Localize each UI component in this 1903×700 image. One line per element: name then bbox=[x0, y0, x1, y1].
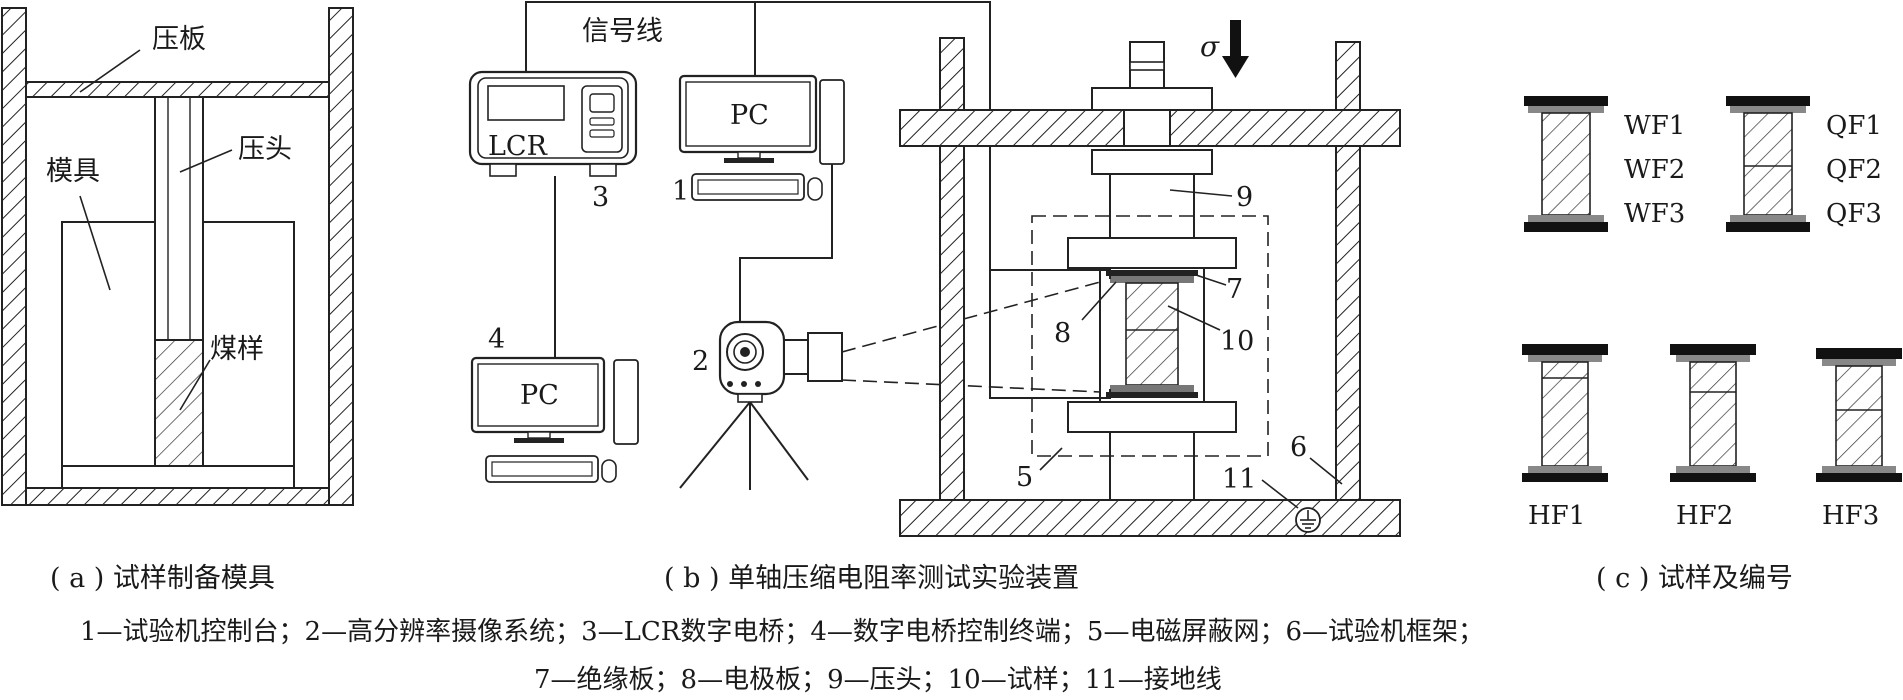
num-9: 9 bbox=[1236, 182, 1253, 213]
num-6: 6 bbox=[1290, 432, 1307, 463]
caption-c: ( c ) 试样及编号 bbox=[1596, 563, 1793, 594]
label-hf3: HF3 bbox=[1822, 501, 1879, 531]
label-press-plate: 压板 bbox=[152, 24, 206, 55]
electrode-plate-top bbox=[1110, 276, 1194, 283]
num-7: 7 bbox=[1226, 274, 1243, 305]
label-signal-line: 信号线 bbox=[582, 16, 663, 47]
mold-bottom-plate bbox=[25, 487, 330, 506]
label-wf1: WF1 bbox=[1624, 111, 1685, 141]
sample-hf1 bbox=[1522, 344, 1608, 482]
insulation-plate-top bbox=[1106, 270, 1198, 276]
mold-left-wall bbox=[1, 7, 27, 506]
legend-line-2: 7—绝缘板；8—电极板；9—压头；10—试样；11—接地线 bbox=[534, 665, 1222, 695]
high-res-camera bbox=[679, 320, 843, 490]
label-qf1: QF1 bbox=[1826, 111, 1882, 141]
sample-qf bbox=[1726, 96, 1810, 232]
sample-hf3 bbox=[1816, 348, 1902, 482]
press-head bbox=[1091, 149, 1213, 175]
label-wf2: WF2 bbox=[1624, 155, 1685, 185]
label-lcr: LCR bbox=[488, 131, 548, 162]
label-wf3: WF3 bbox=[1624, 199, 1685, 229]
electrode-plate-bottom bbox=[1110, 385, 1194, 392]
panel-a-mold: 压板 压头 模具 煤样 ( a ) 试样制备模具 bbox=[1, 7, 354, 594]
em-shield-mesh bbox=[1031, 215, 1269, 457]
label-mold: 模具 bbox=[46, 156, 100, 187]
bridge-control-terminal-pc: PC bbox=[470, 356, 639, 483]
lcr-bridge: LCR bbox=[468, 70, 638, 177]
num-5: 5 bbox=[1016, 462, 1033, 493]
label-hf1: HF1 bbox=[1528, 501, 1585, 531]
num-10: 10 bbox=[1220, 326, 1254, 357]
num-1: 1 bbox=[672, 176, 689, 207]
sample-wf bbox=[1524, 96, 1608, 232]
mold-right-wall bbox=[328, 7, 354, 506]
label-hf2: HF2 bbox=[1676, 501, 1733, 531]
caption-a: ( a ) 试样制备模具 bbox=[50, 563, 275, 594]
panel-b-apparatus: 信号线 LCR 3 PC 1 bbox=[468, 1, 1401, 594]
num-11: 11 bbox=[1222, 464, 1256, 495]
frame-left-column bbox=[939, 37, 965, 505]
num-4: 4 bbox=[488, 324, 505, 355]
control-console-pc: PC bbox=[678, 74, 845, 201]
frame-base bbox=[899, 499, 1401, 537]
label-indenter: 压头 bbox=[238, 134, 292, 165]
num-2: 2 bbox=[692, 346, 709, 377]
press-plate bbox=[25, 81, 330, 98]
num-8: 8 bbox=[1054, 318, 1071, 349]
caption-b: ( b ) 单轴压缩电阻率测试实验装置 bbox=[664, 563, 1079, 594]
test-sample bbox=[1125, 282, 1179, 386]
label-coal-sample: 煤样 bbox=[210, 334, 264, 365]
legend-line-1: 1—试验机控制台；2—高分辨率摄像系统；3—LCR数字电桥；4—数字电桥控制终端… bbox=[80, 617, 1484, 647]
ground-wire bbox=[1261, 479, 1321, 533]
coal-sample bbox=[154, 339, 204, 467]
insulation-plate-bottom bbox=[1106, 392, 1198, 398]
num-3: 3 bbox=[592, 182, 609, 213]
panel-c-samples: WF1 WF2 WF3 QF1 QF2 QF3 HF1 bbox=[1522, 96, 1902, 594]
sample-hf2 bbox=[1670, 344, 1756, 482]
label-pc-bottom: PC bbox=[520, 380, 559, 411]
label-qf2: QF2 bbox=[1826, 155, 1882, 185]
indenter-rod bbox=[154, 96, 204, 341]
label-qf3: QF3 bbox=[1826, 199, 1882, 229]
label-pc-top: PC bbox=[730, 100, 769, 131]
label-sigma: σ bbox=[1200, 30, 1220, 63]
